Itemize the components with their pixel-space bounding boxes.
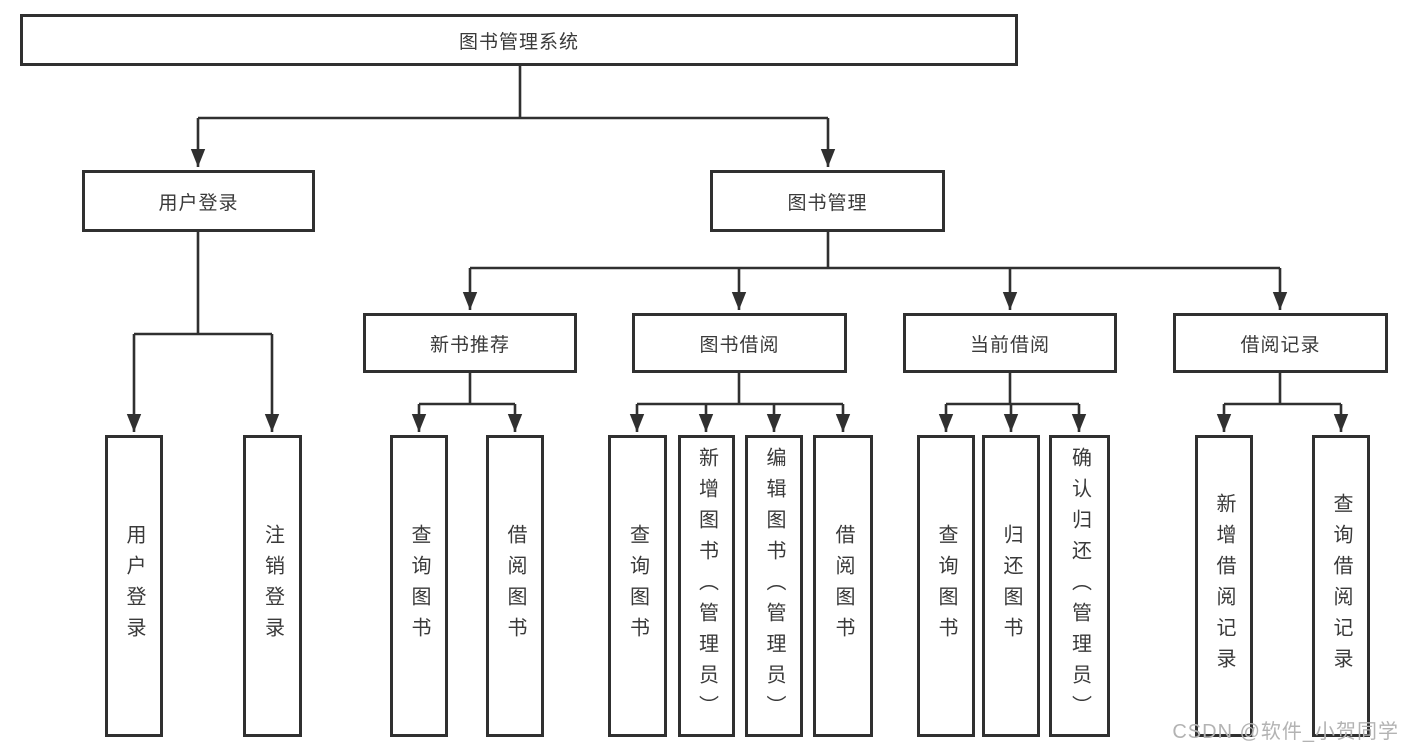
node-borrowing-records: 借阅记录 xyxy=(1173,313,1388,373)
leaf-label: 新增借阅记录 xyxy=(1213,493,1235,679)
leaf-label: 查询借阅记录 xyxy=(1330,493,1352,679)
leaf-label: 注销登录 xyxy=(261,524,284,648)
leaf-label: 归还图书 xyxy=(1000,524,1022,648)
leaf-label: 编辑图书（管理员） xyxy=(763,446,785,726)
leaf-add-book-admin: 新增图书（管理员） xyxy=(678,435,735,737)
node-book-management: 图书管理 xyxy=(710,170,945,232)
leaf-query-books-1: 查询图书 xyxy=(390,435,448,737)
leaf-label: 借阅图书 xyxy=(832,524,854,648)
node-book-borrowing: 图书借阅 xyxy=(632,313,847,373)
leaf-label: 借阅图书 xyxy=(504,524,526,648)
node-library-system: 图书管理系统 xyxy=(20,14,1018,66)
leaf-label: 查询图书 xyxy=(626,524,649,648)
leaf-edit-book-admin: 编辑图书（管理员） xyxy=(745,435,803,737)
leaf-label: 新增图书（管理员） xyxy=(695,446,718,726)
leaf-label: 确认归还（管理员） xyxy=(1068,446,1091,726)
leaf-confirm-return-admin: 确认归还（管理员） xyxy=(1049,435,1110,737)
leaf-label: 查询图书 xyxy=(408,524,430,648)
leaf-return-books: 归还图书 xyxy=(982,435,1040,737)
leaf-query-books-2: 查询图书 xyxy=(608,435,667,737)
watermark: CSDN @软件_小贺同学 xyxy=(1172,721,1399,743)
leaf-borrow-books-2: 借阅图书 xyxy=(813,435,873,737)
node-user-login: 用户登录 xyxy=(82,170,315,232)
leaf-user-login: 用户登录 xyxy=(105,435,163,737)
leaf-query-books-3: 查询图书 xyxy=(917,435,975,737)
leaf-query-borrow-record: 查询借阅记录 xyxy=(1312,435,1370,737)
node-current-borrowing: 当前借阅 xyxy=(903,313,1117,373)
leaf-borrow-books-1: 借阅图书 xyxy=(486,435,544,737)
leaf-add-borrow-record: 新增借阅记录 xyxy=(1195,435,1253,737)
leaf-logout: 注销登录 xyxy=(243,435,302,737)
leaf-label: 查询图书 xyxy=(935,524,957,648)
leaf-label: 用户登录 xyxy=(123,524,145,648)
node-new-book-recommend: 新书推荐 xyxy=(363,313,577,373)
